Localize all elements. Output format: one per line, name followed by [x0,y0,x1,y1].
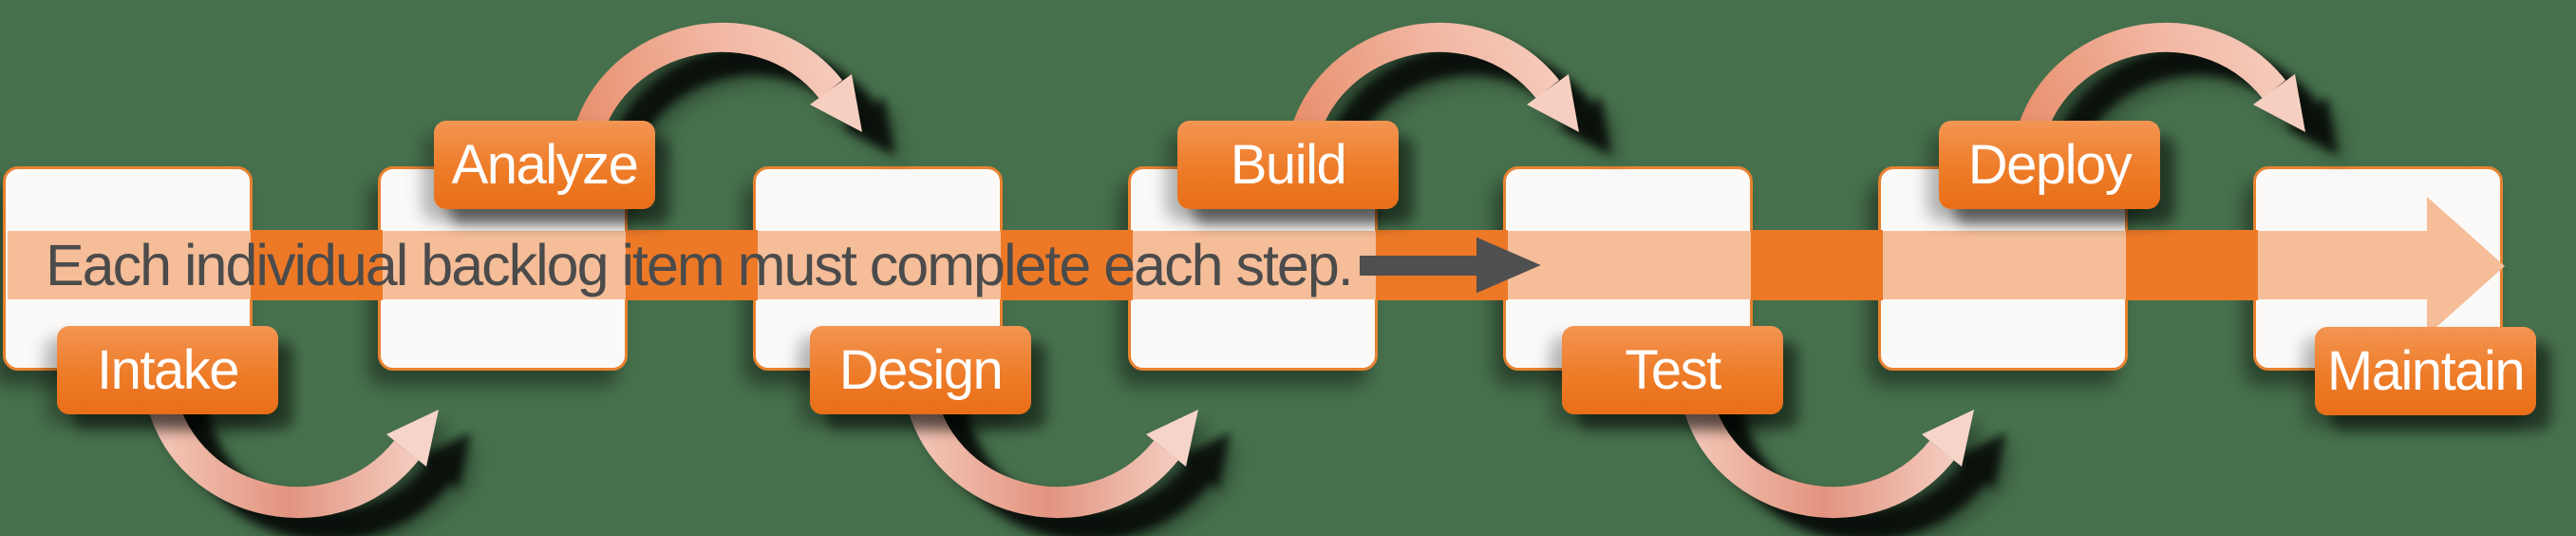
flow-bar-segment [1001,230,1133,300]
step-label-build: Build [1177,121,1399,209]
flow-bar-segment [2126,230,2258,300]
flow-arrow-body [8,231,2433,299]
step-label-test: Test [1562,326,1783,414]
forward-arrow-head [1476,237,1541,294]
flow-bar-segment [626,230,758,300]
step-label-design: Design [810,326,1031,414]
flow-bar-segment [251,230,383,300]
flow-bar-segment [1751,230,1883,300]
step-label-analyze: Analyze [434,121,655,209]
caption: Each individual backlog item must comple… [46,233,1354,297]
forward-arrow-icon [1359,237,1541,294]
step-label-intake: Intake [57,326,278,414]
step-label-maintain: Maintain [2315,327,2536,415]
step-label-deploy: Deploy [1939,121,2160,209]
forward-arrow-shaft [1359,255,1477,276]
caption-row: Each individual backlog item must comple… [46,231,1541,299]
